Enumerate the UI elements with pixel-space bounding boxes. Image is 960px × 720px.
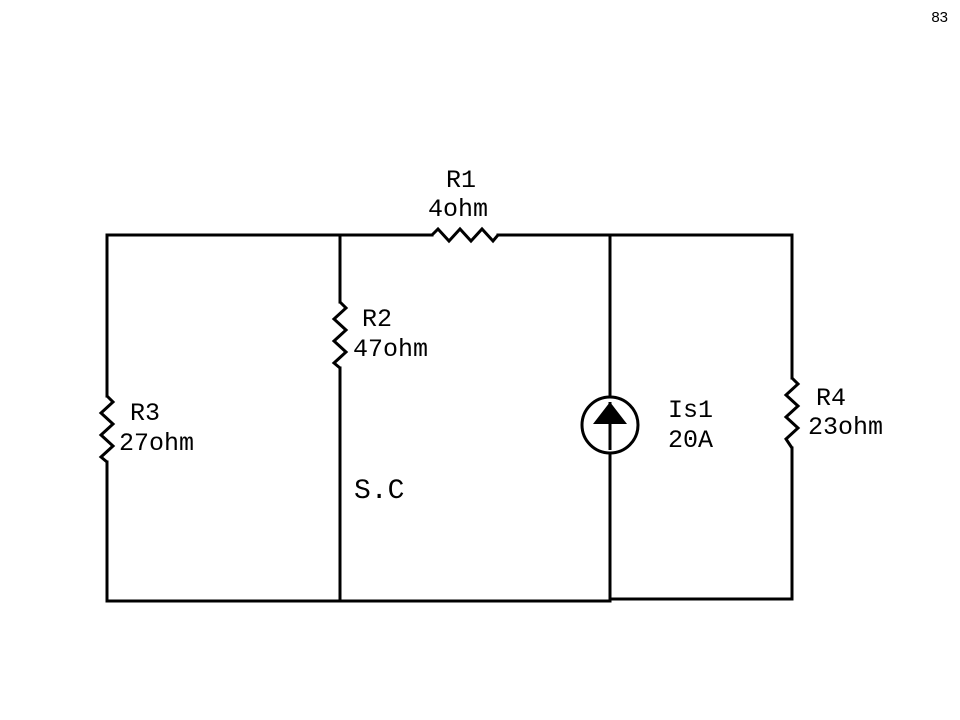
r1-value: 4ohm [428, 195, 488, 224]
r1-name: R1 [446, 166, 476, 195]
r3-value: 27ohm [119, 429, 194, 458]
r3-name: R3 [130, 399, 160, 428]
arrow-up-icon [593, 402, 627, 424]
current-source-is1: Is1 20A [580, 395, 713, 455]
r4-name: R4 [816, 384, 846, 413]
wires [105, 233, 794, 603]
resistor-r4: R4 23ohm [783, 376, 883, 449]
is1-value: 20A [668, 426, 713, 455]
r4-value: 23ohm [808, 413, 883, 442]
page-number: 83 [931, 9, 948, 26]
resistor-r3: R3 27ohm [98, 394, 194, 464]
resistor-r3-symbol [98, 394, 116, 464]
r2-value: 47ohm [353, 335, 428, 364]
r2-name: R2 [362, 305, 392, 334]
resistor-r4-symbol [783, 376, 801, 449]
resistor-r1: R1 4ohm [428, 166, 500, 244]
resistor-r2-symbol [331, 300, 349, 370]
is1-name: Is1 [668, 396, 713, 425]
short-circuit-label: S.C [354, 476, 404, 507]
resistor-r2: R2 47ohm [331, 300, 428, 370]
resistor-r1-symbol [430, 226, 500, 244]
